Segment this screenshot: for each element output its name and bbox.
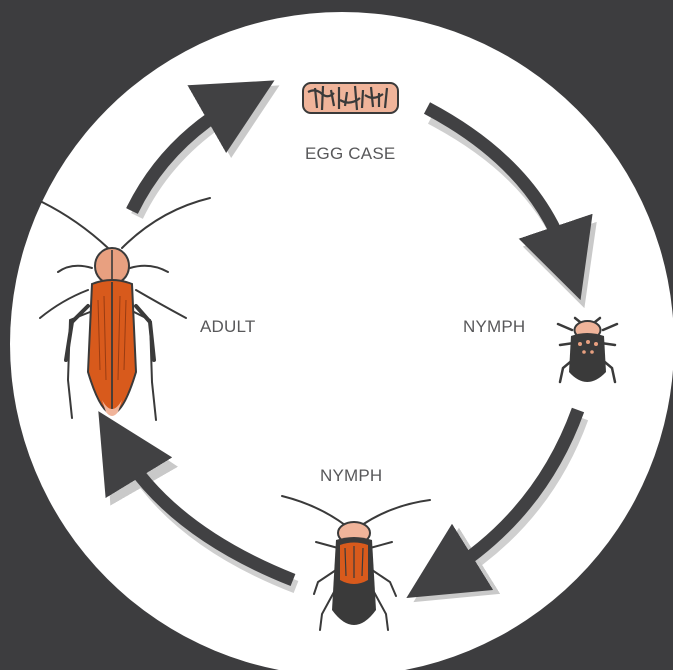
late-nymph-label: NYMPH [320, 466, 382, 486]
adult-label: ADULT [200, 317, 255, 337]
egg-case-icon [303, 83, 398, 113]
egg-case-label: EGG CASE [305, 144, 395, 164]
early-nymph-label: NYMPH [463, 317, 525, 337]
